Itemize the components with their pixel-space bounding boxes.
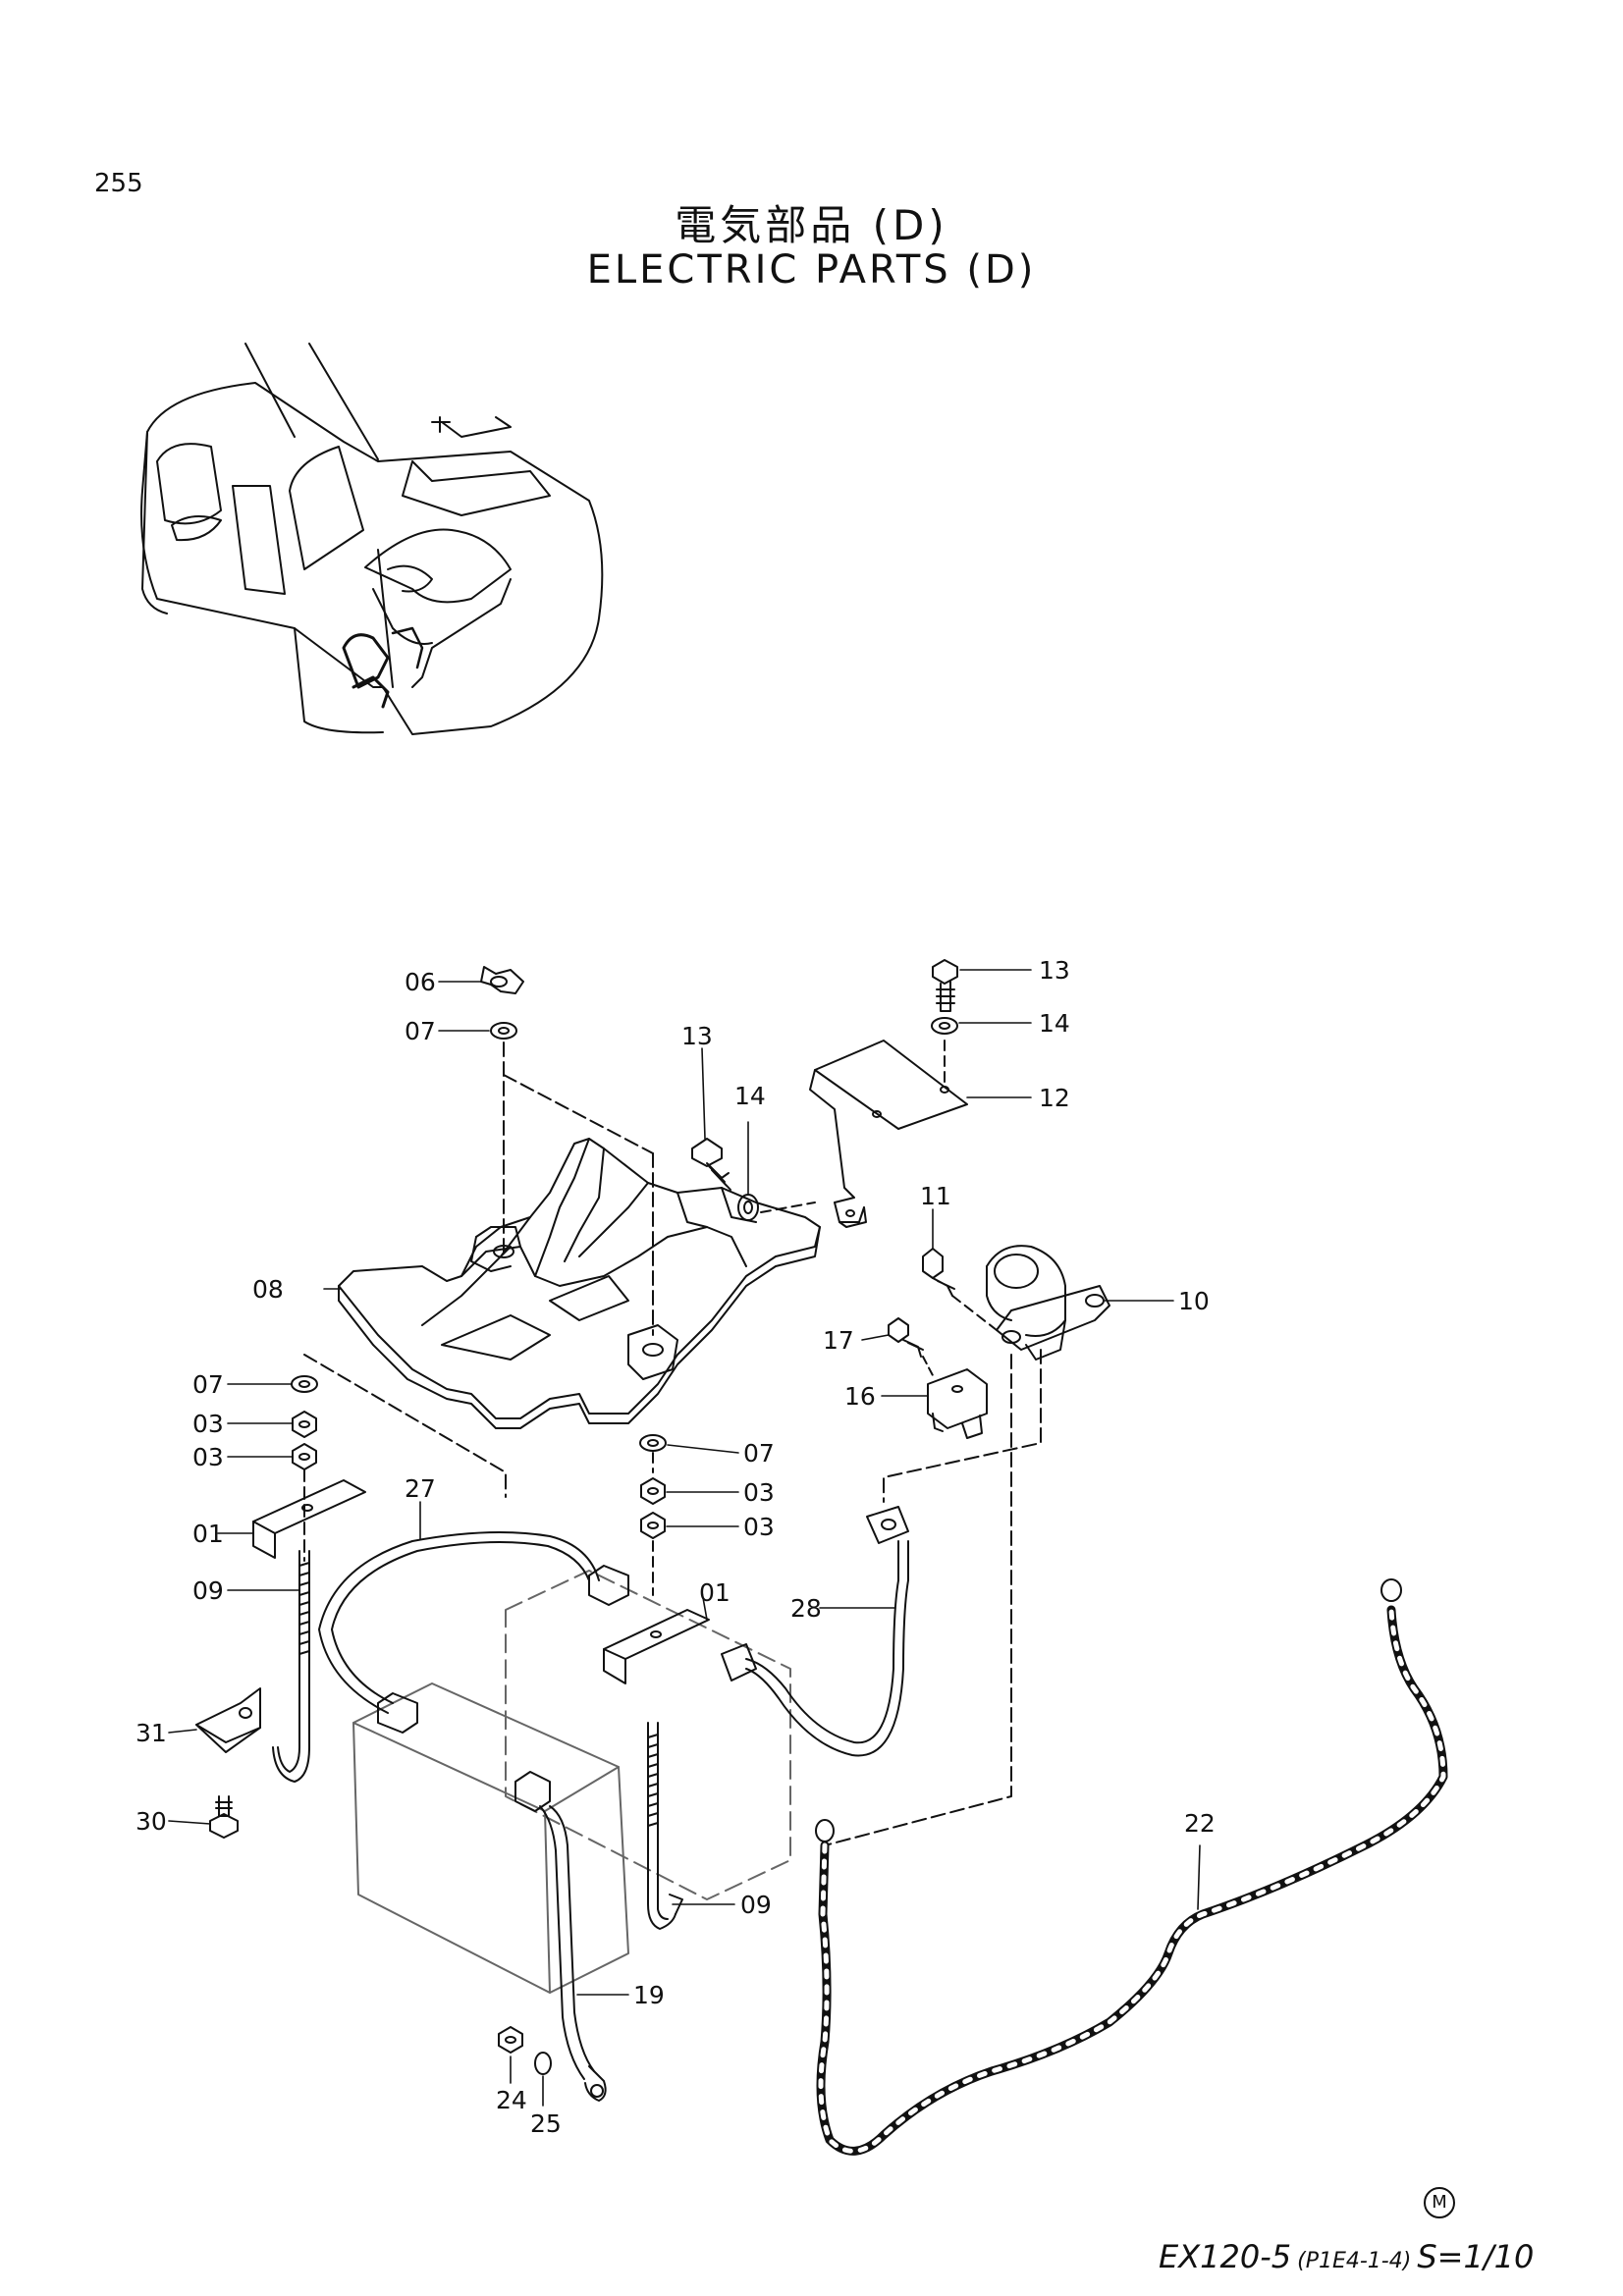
part-16-fuse bbox=[927, 1368, 988, 1439]
part-17-screw bbox=[888, 1317, 924, 1358]
part-10-relay bbox=[986, 1245, 1110, 1361]
footer-mark: M bbox=[1424, 2187, 1455, 2218]
callout-03-left-a: 03 bbox=[192, 1410, 224, 1438]
part-12-bracket bbox=[809, 1040, 968, 1228]
title-japanese: 電気部品 (D) bbox=[675, 201, 948, 249]
callout-01-mid: 01 bbox=[699, 1578, 730, 1607]
callout-03-mid-a: 03 bbox=[743, 1478, 775, 1507]
part-13-bolt-left bbox=[691, 1138, 731, 1191]
callout-14-left: 14 bbox=[734, 1082, 766, 1110]
callout-13-right: 13 bbox=[1039, 956, 1070, 985]
page-code: (P1E4-1-4) bbox=[1297, 2249, 1412, 2273]
callout-09-mid: 09 bbox=[740, 1891, 772, 1919]
callout-01-left: 01 bbox=[192, 1520, 224, 1548]
part-28-cable bbox=[721, 1506, 909, 1757]
part-06-wing-nut bbox=[480, 966, 524, 994]
callout-labels: 06 07 13 14 13 14 12 11 10 08 17 16 07 0… bbox=[135, 956, 1216, 2138]
page-number: 255 bbox=[94, 169, 143, 198]
part-13-bolt-right bbox=[932, 959, 958, 1012]
part-24-nut bbox=[498, 2026, 523, 2054]
part-25-washer bbox=[534, 2052, 552, 2075]
callout-19: 19 bbox=[633, 1981, 665, 2009]
callout-03-mid-b: 03 bbox=[743, 1513, 775, 1541]
part-07-washer-top bbox=[490, 1022, 517, 1040]
callout-12: 12 bbox=[1039, 1084, 1070, 1112]
callout-03-left-b: 03 bbox=[192, 1443, 224, 1471]
callout-11: 11 bbox=[920, 1182, 951, 1210]
leader-lines bbox=[168, 969, 1201, 2107]
battery-front bbox=[352, 1682, 629, 1994]
part-19-cable bbox=[514, 1771, 607, 2102]
callout-14-right: 14 bbox=[1039, 1009, 1070, 1038]
part-09-rod-mid bbox=[647, 1722, 683, 1930]
part-03-nuts-left bbox=[292, 1411, 317, 1470]
callout-24: 24 bbox=[496, 2086, 527, 2114]
part-11-screw bbox=[922, 1248, 955, 1297]
callout-30: 30 bbox=[135, 1807, 167, 1836]
model-name: EX120-5 bbox=[1159, 2238, 1292, 2275]
part-14-washer-left bbox=[737, 1194, 759, 1221]
callout-10: 10 bbox=[1178, 1287, 1210, 1315]
callout-08: 08 bbox=[252, 1275, 284, 1304]
part-31-bracket bbox=[195, 1687, 261, 1753]
part-27-cable bbox=[318, 1531, 629, 1734]
part-09-rod-left bbox=[272, 1550, 310, 1783]
machine-overview-illustration bbox=[140, 343, 604, 735]
callout-07-mid: 07 bbox=[743, 1439, 775, 1468]
part-08-battery-tray bbox=[338, 1138, 821, 1429]
title-english: ELECTRIC PARTS (D) bbox=[586, 247, 1037, 293]
part-03-nuts-mid bbox=[640, 1477, 666, 1539]
footer-model: EX120-5(P1E4-1-4)S=1/10 bbox=[1159, 2238, 1534, 2275]
callout-28: 28 bbox=[790, 1594, 822, 1623]
part-22-ground-cable bbox=[815, 1578, 1448, 2156]
callout-16: 16 bbox=[844, 1382, 876, 1411]
callout-27: 27 bbox=[405, 1474, 436, 1503]
callout-07-top: 07 bbox=[405, 1017, 436, 1045]
callout-31: 31 bbox=[135, 1719, 167, 1747]
part-07-washer-mid bbox=[639, 1434, 667, 1452]
callout-13-left: 13 bbox=[681, 1022, 713, 1050]
part-07-washer-left bbox=[291, 1375, 318, 1393]
battery-rear bbox=[505, 1570, 791, 1900]
scale: S=1/10 bbox=[1417, 2238, 1535, 2275]
part-14-washer-right bbox=[931, 1017, 958, 1035]
callout-09-left: 09 bbox=[192, 1576, 224, 1605]
part-01-plate-mid bbox=[603, 1609, 710, 1684]
part-01-plate-left bbox=[252, 1479, 366, 1559]
callout-17: 17 bbox=[823, 1326, 854, 1355]
callout-22: 22 bbox=[1184, 1809, 1216, 1838]
callout-25: 25 bbox=[530, 2109, 562, 2138]
callout-07-left: 07 bbox=[192, 1370, 224, 1399]
callout-06: 06 bbox=[405, 968, 436, 996]
part-30-bolt bbox=[209, 1795, 239, 1839]
